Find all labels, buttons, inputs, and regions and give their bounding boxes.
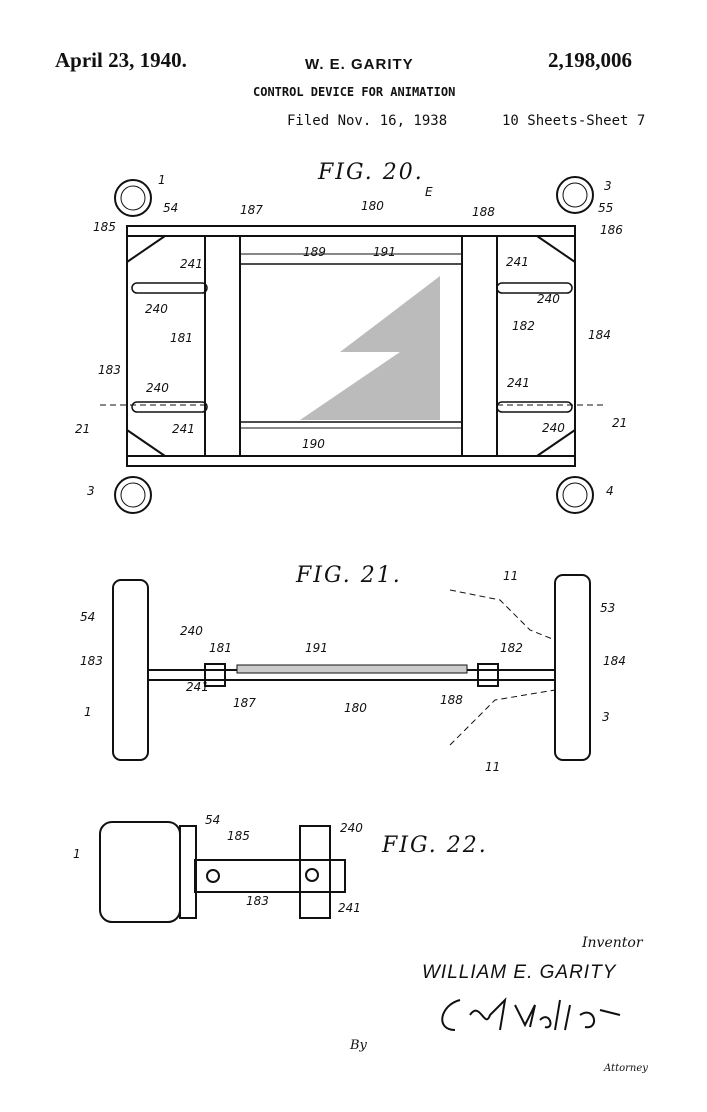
svg-text:241: 241 (172, 422, 195, 436)
svg-text:182: 182 (512, 319, 535, 333)
svg-text:E: E (425, 185, 433, 199)
svg-text:241: 241 (338, 901, 361, 915)
svg-text:240: 240 (340, 821, 363, 835)
svg-text:184: 184 (588, 328, 611, 342)
inventor-name: WILLIAM E. GARITY (422, 962, 617, 983)
svg-text:21: 21 (75, 422, 90, 436)
svg-text:180: 180 (361, 199, 384, 213)
svg-text:183: 183 (98, 363, 121, 377)
svg-text:187: 187 (233, 696, 256, 710)
sheet-count: 10 Sheets-Sheet 7 (502, 113, 646, 129)
patent-number: 2,198,006 (548, 48, 632, 72)
svg-text:54: 54 (163, 201, 178, 215)
svg-text:54: 54 (80, 610, 95, 624)
svg-text:181: 181 (170, 331, 193, 345)
svg-text:3: 3 (602, 710, 610, 724)
svg-text:183: 183 (80, 654, 103, 668)
svg-text:185: 185 (227, 829, 250, 843)
svg-text:53: 53 (600, 601, 615, 615)
patent-title: CONTROL DEVICE FOR ANIMATION (253, 85, 456, 99)
filed-date: Filed Nov. 16, 1938 (287, 113, 448, 129)
svg-text:191: 191 (373, 245, 396, 259)
svg-text:183: 183 (246, 894, 269, 908)
svg-text:1: 1 (158, 173, 166, 187)
svg-text:241: 241 (506, 255, 529, 269)
svg-text:1: 1 (84, 705, 92, 719)
svg-text:4: 4 (606, 484, 614, 498)
svg-text:11: 11 (503, 569, 518, 583)
svg-text:184: 184 (603, 654, 626, 668)
svg-text:240: 240 (146, 381, 169, 395)
svg-text:180: 180 (344, 701, 367, 715)
inventor-label: Inventor (582, 935, 643, 951)
fig22-label: FIG. 22. (382, 833, 488, 858)
svg-text:241: 241 (507, 376, 530, 390)
svg-text:240: 240 (542, 421, 565, 435)
svg-text:55: 55 (598, 201, 613, 215)
svg-text:241: 241 (186, 680, 209, 694)
patent-date: April 23, 1940. (55, 48, 187, 72)
fig21-label: FIG. 21. (296, 563, 402, 588)
svg-text:241: 241 (180, 257, 203, 271)
by-label: By (350, 1038, 367, 1053)
svg-text:54: 54 (205, 813, 220, 827)
svg-text:240: 240 (537, 292, 560, 306)
svg-text:190: 190 (302, 437, 325, 451)
svg-text:240: 240 (145, 302, 168, 316)
fig20-label: FIG. 20. (318, 160, 424, 185)
svg-text:186: 186 (600, 223, 623, 237)
svg-text:187: 187 (240, 203, 263, 217)
svg-text:182: 182 (500, 641, 523, 655)
attorney-signature (441, 997, 621, 1031)
svg-text:188: 188 (472, 205, 495, 219)
svg-text:11: 11 (485, 760, 500, 774)
svg-text:3: 3 (604, 179, 612, 193)
svg-text:189: 189 (303, 245, 326, 259)
svg-text:181: 181 (209, 641, 232, 655)
inventor-short-name: W. E. GARITY (305, 56, 414, 73)
svg-text:21: 21 (612, 416, 627, 430)
svg-text:188: 188 (440, 693, 463, 707)
svg-text:240: 240 (180, 624, 203, 638)
svg-text:1: 1 (73, 847, 81, 861)
svg-text:185: 185 (93, 220, 116, 234)
svg-text:3: 3 (87, 484, 95, 498)
svg-text:191: 191 (305, 641, 328, 655)
attorney-label: Attorney (604, 1063, 648, 1074)
